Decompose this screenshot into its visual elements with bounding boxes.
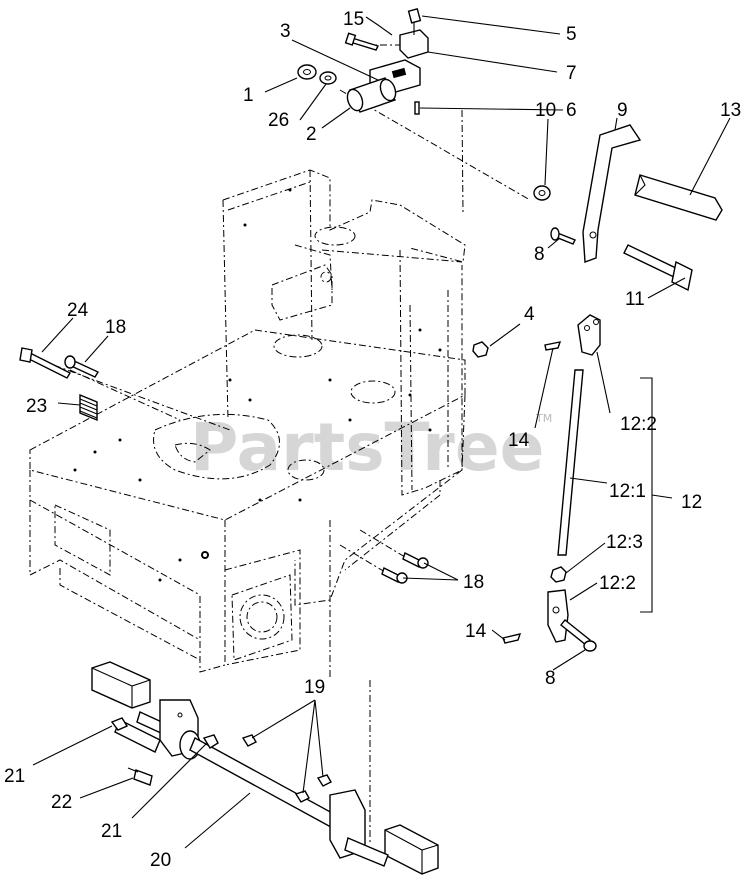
callout-12-3: 12:3 (606, 532, 643, 553)
nut-4 (472, 341, 489, 358)
nut-19-c (316, 774, 332, 787)
rod-assembly (502, 314, 673, 652)
pin-6 (414, 101, 420, 115)
callout-12: 12 (681, 492, 702, 513)
bolt-18-left (64, 355, 100, 378)
left-fasteners (19, 347, 429, 584)
top-pivot-assembly (297, 8, 531, 201)
nut-21-right (202, 734, 219, 749)
pedal-block-right (384, 824, 439, 875)
callout-11: 11 (625, 289, 645, 310)
bolt-11 (623, 244, 693, 292)
callout-9: 9 (617, 100, 628, 121)
jam-nut (550, 566, 567, 583)
main-frame (29, 109, 466, 845)
lever-9 (582, 124, 642, 263)
bolt-21-left (110, 717, 129, 731)
bracket-7 (399, 8, 429, 59)
callout-6: 6 (566, 100, 577, 121)
lever-assembly (472, 124, 723, 358)
bolt-15 (344, 32, 379, 51)
callout-14-lower: 14 (465, 621, 487, 642)
callout-13: 13 (720, 100, 741, 121)
nut-19-b (294, 790, 310, 803)
callout-12-1: 12:1 (609, 481, 646, 502)
callout-5: 5 (566, 24, 577, 45)
handle-grip (634, 174, 723, 221)
callout-26: 26 (268, 110, 289, 131)
bolt-22 (127, 767, 153, 786)
callout-22: 22 (51, 792, 72, 813)
callout-3: 3 (280, 21, 291, 42)
bolts-18-lower (339, 529, 429, 584)
callout-1: 1 (243, 85, 254, 106)
bolt-8-lower (560, 619, 597, 652)
watermark-trademark: TM (535, 412, 552, 425)
callout-14-upper: 14 (508, 430, 530, 451)
leader-lines (32, 15, 731, 849)
cotter-pin-lower (502, 633, 522, 644)
callout-4: 4 (524, 304, 535, 325)
bushing (346, 77, 397, 113)
callout-10: 10 (535, 100, 556, 121)
callout-2: 2 (306, 124, 317, 145)
callout-24: 24 (67, 300, 89, 321)
callout-7: 7 (566, 63, 577, 84)
washer-10 (533, 185, 551, 201)
washer-26 (319, 71, 337, 85)
clevis-upper (577, 314, 601, 356)
callout-20: 20 (150, 850, 171, 871)
callout-19: 19 (304, 677, 325, 698)
cotter-pin-upper (544, 341, 562, 351)
bolt-24 (19, 347, 71, 379)
callout-labels: 1 2 3 4 5 6 7 8 8 9 10 11 12 12:1 12:2 1… (4, 9, 741, 871)
rod (557, 369, 584, 556)
callout-21-right: 21 (101, 821, 122, 842)
callout-8-lower: 8 (545, 668, 556, 689)
bolt-8-upper (550, 227, 576, 245)
bottom-shaft-assembly (91, 661, 439, 875)
clevis-lower (547, 589, 569, 643)
callout-12-2-lower: 12:2 (599, 573, 636, 594)
callout-21-left: 21 (4, 766, 25, 787)
watermark-text: PartsTree (190, 409, 544, 486)
callout-12-2-upper: 12:2 (620, 414, 657, 435)
callout-18-right: 18 (463, 572, 484, 593)
nut-1 (297, 64, 317, 80)
callout-18-left: 18 (105, 317, 126, 338)
pedal-block-left (91, 661, 151, 709)
callout-8-upper: 8 (534, 244, 545, 265)
spring-23 (79, 393, 98, 422)
callout-23: 23 (26, 396, 47, 417)
watermark: PartsTree TM (190, 409, 552, 486)
callout-15: 15 (343, 9, 364, 30)
